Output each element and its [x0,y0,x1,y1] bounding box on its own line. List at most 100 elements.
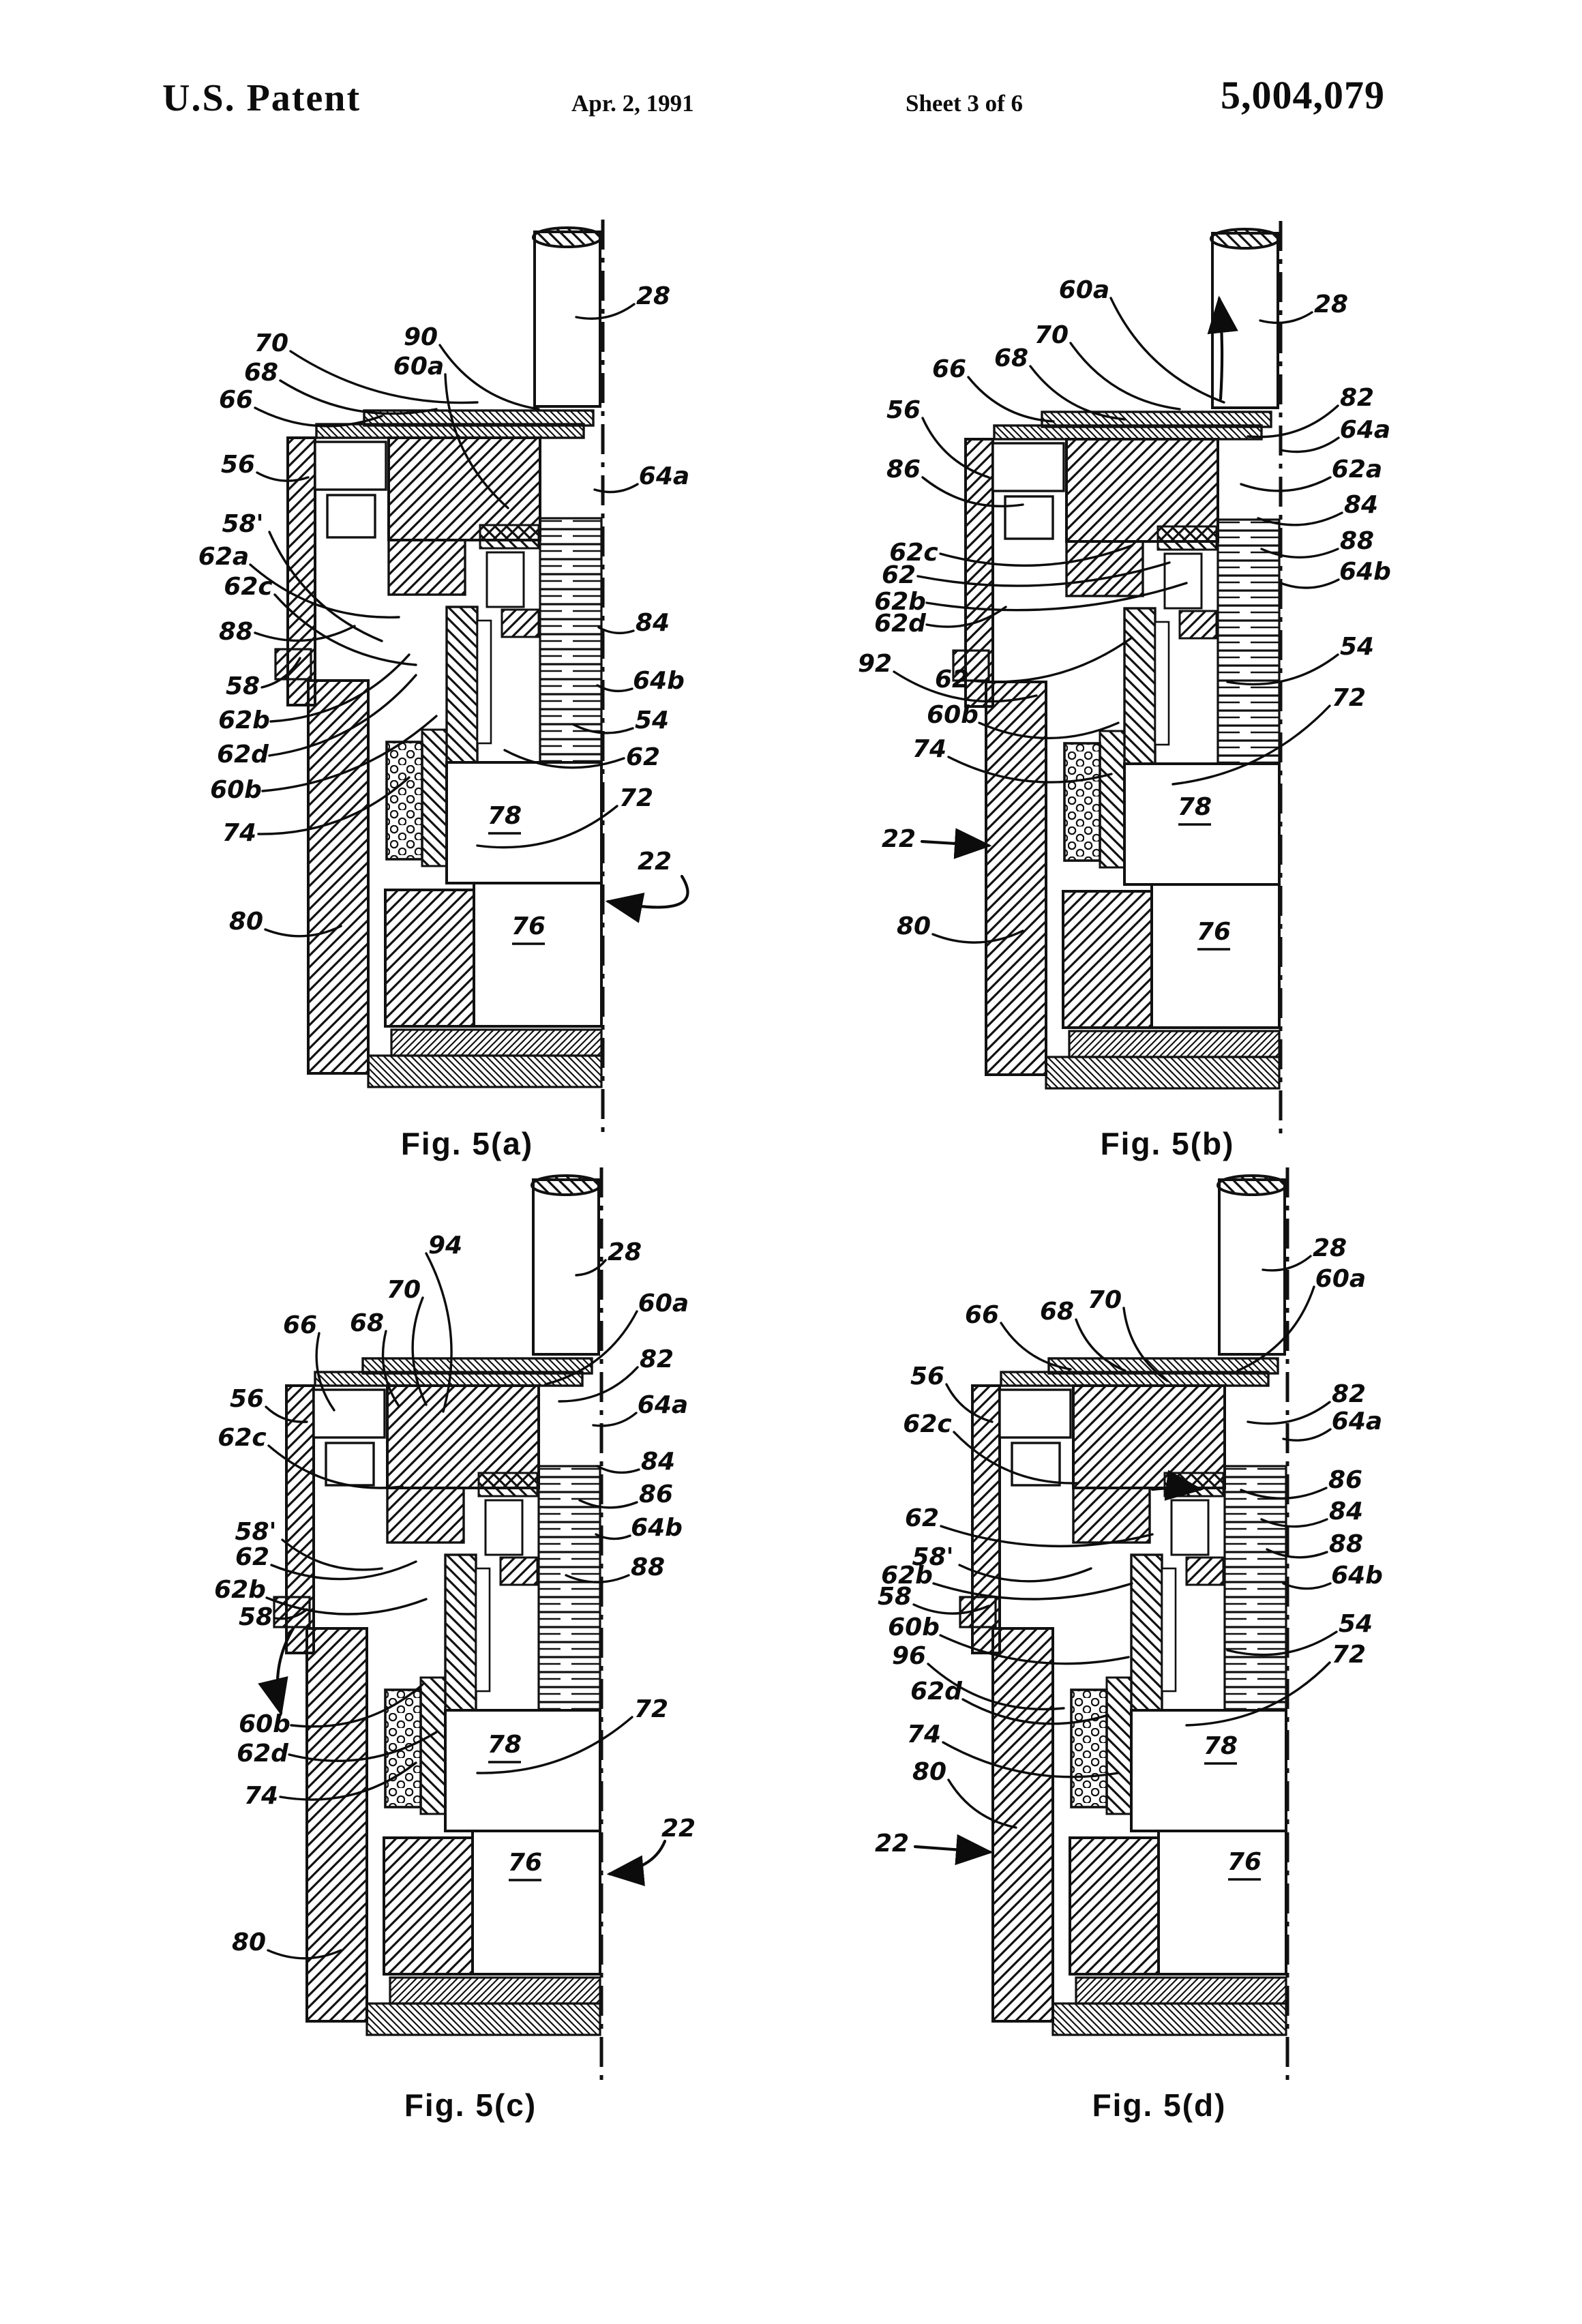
direction-arrow [913,1834,994,1866]
ref-numeral: 58' [912,1543,953,1571]
ref-numeral: 62 [235,1543,269,1571]
ref-numeral: 70 [1034,321,1069,349]
ref-numeral: 54 [1340,633,1374,661]
ref-numeral: 76 [1227,1848,1262,1876]
ref-numeral: 60a [638,1290,689,1317]
ref-numeral: 70 [1088,1286,1122,1314]
ref-numeral: 64a [639,462,689,490]
ref-numeral: 80 [897,912,931,940]
ref-numeral: 92 [858,650,892,678]
ref-numeral: 62a [1332,456,1382,483]
ref-numeral: 62c [218,1424,266,1452]
ref-numeral: 82 [1332,1380,1366,1408]
ref-numeral: 84 [1344,491,1378,519]
ref-numeral: 96 [892,1642,926,1670]
ref-numeral: 88 [1340,527,1374,555]
ref-numeral: 66 [219,386,253,414]
fig-5b-caption: Fig. 5(b) [1100,1126,1235,1161]
direction-arrow [1207,295,1238,401]
ref-numeral: 68 [350,1309,384,1337]
ref-numeral: 82 [640,1345,674,1373]
direction-arrow [258,1626,295,1716]
ref-numeral: 74 [907,1720,941,1748]
ref-numeral: 62b [214,1576,266,1604]
fig-5c-drawing [274,1167,601,2080]
ref-numeral: 62b [218,706,270,734]
direction-arrow [606,1839,667,1886]
ref-numeral: 64b [633,667,685,695]
ref-numeral: 86 [886,456,921,483]
ref-numeral: 78 [488,802,522,830]
ref-numeral: 56 [886,396,921,424]
ref-numeral: 28 [1314,290,1348,318]
ref-numeral: 22 [638,848,672,876]
ref-numeral: 56 [230,1385,264,1413]
ref-numeral: 62d [237,1740,289,1768]
ref-numeral: 84 [1329,1498,1363,1525]
ref-numeral: 62d [874,610,927,638]
ref-numeral: 64a [638,1391,688,1419]
ref-numeral: 68 [994,344,1028,372]
ref-numeral: 22 [661,1815,696,1843]
ref-numeral: 90 [404,323,438,351]
ref-numeral: 62 [935,666,969,694]
ref-numeral: 64b [1339,558,1391,586]
fig-b-callouts: 60a706866568662c6262b62d926260b742280288… [858,276,1391,951]
ref-numeral: 68 [244,359,278,387]
ref-numeral: 58' [235,1518,276,1546]
ref-numeral: 72 [634,1695,668,1723]
ref-numeral: 76 [1197,918,1231,946]
direction-arrow [1150,1470,1204,1501]
sheet-number: Sheet 3 of 6 [906,90,1024,117]
ref-numeral: 60a [393,353,444,381]
ref-numeral: 72 [619,784,653,812]
fig-5d-drawing [960,1167,1287,2080]
ref-numeral: 28 [1313,1234,1347,1262]
ref-numeral: 54 [635,706,669,734]
ref-numeral: 62 [882,561,916,589]
ref-numeral: 62c [224,573,272,601]
fig-c-callouts: 947068662860a5662c58'6262b5860b62d748082… [214,1232,696,1960]
direction-arrow [605,874,689,923]
ref-numeral: 28 [636,282,670,310]
ref-numeral: 22 [882,825,916,853]
ref-numeral: 82 [1340,384,1374,412]
ref-numeral: 60b [927,701,979,729]
ref-numeral: 64a [1332,1407,1382,1435]
ref-numeral: 84 [641,1448,675,1476]
ref-numeral: 58 [239,1603,273,1631]
ref-numeral: 72 [1332,1641,1366,1669]
ref-numeral: 62c [889,539,938,567]
ref-numeral: 60b [210,776,262,804]
ref-numeral: 66 [965,1301,999,1329]
ref-numeral: 62d [910,1678,963,1705]
ref-numeral: 58' [222,510,263,538]
ref-numeral: 78 [1178,793,1212,821]
ref-numeral: 28 [608,1238,642,1266]
patent-date: Apr. 2, 1991 [571,90,694,117]
ref-numeral: 88 [1329,1530,1363,1558]
ref-numeral: 58 [878,1583,912,1611]
ref-numeral: 66 [932,355,966,383]
ref-numeral: 64a [1340,416,1390,444]
ref-numeral: 78 [488,1731,522,1759]
ref-numeral: 60b [888,1613,940,1641]
patent-title: U.S. Patent [162,77,361,119]
direction-arrow [920,828,992,859]
fig-5a-caption: Fig. 5(a) [400,1126,534,1161]
ref-numeral: 74 [912,735,946,763]
ref-numeral: 56 [910,1362,944,1390]
ref-numeral: 66 [283,1311,317,1339]
ref-numeral: 62 [905,1504,939,1532]
fig-5d-caption: Fig. 5(d) [1092,2087,1227,2123]
ref-numeral: 86 [1328,1466,1362,1494]
ref-numeral: 64b [631,1514,683,1542]
ref-numeral: 60a [1315,1265,1366,1293]
ref-numeral: 74 [244,1782,278,1810]
fig-5c-caption: Fig. 5(c) [404,2087,537,2123]
ref-numeral: 84 [636,609,670,637]
ref-numeral: 76 [508,1849,542,1877]
ref-numeral: 62b [874,588,926,616]
ref-numeral: 80 [229,908,263,936]
